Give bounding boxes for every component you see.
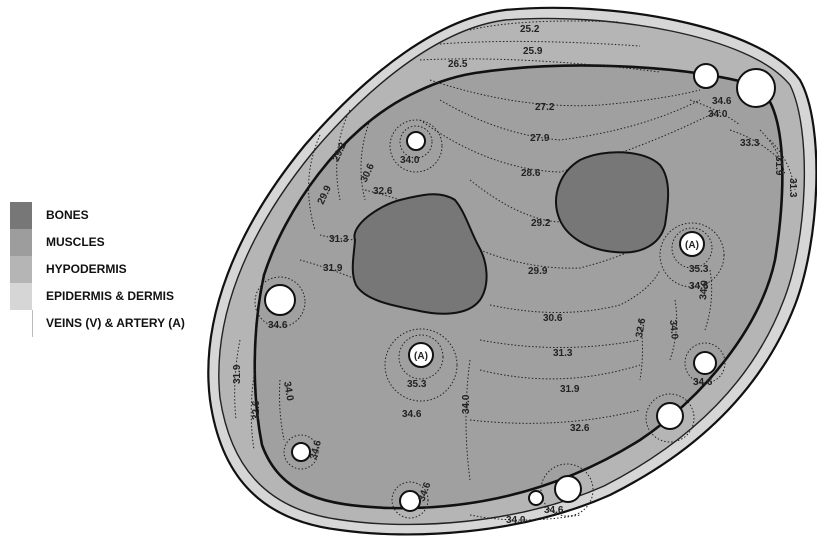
legend-label-epidermis-dermis: EPIDERMIS & DERMIS xyxy=(46,289,175,303)
isotherm-line-319c xyxy=(759,129,786,176)
isotherm-label-26-5: 26.5 xyxy=(448,59,468,70)
isotherm-line-265 xyxy=(419,58,661,73)
isotherm-ring-vein-bottom xyxy=(391,481,429,519)
isotherm-label-31-3-a: 31.3 xyxy=(329,234,349,245)
isotherm-line-313 xyxy=(319,234,356,241)
isotherm-ring-artery-left-1 xyxy=(398,334,444,380)
isotherm-label-31-9-a: 31.9 xyxy=(323,263,343,274)
legend-swatch-muscles xyxy=(10,229,32,256)
artery-right-label: (A) xyxy=(685,240,699,251)
isotherm-line-313b xyxy=(479,339,641,348)
legend: BONES MUSCLES HYPODERMIS EPIDERMIS & DER… xyxy=(0,202,215,337)
isotherm-ring-artery-right-2 xyxy=(659,222,725,288)
isotherm-line-286 xyxy=(419,109,721,173)
vein-top xyxy=(406,131,426,151)
isotherm-ring-vein-bottom-left xyxy=(283,434,319,470)
isotherm-line-252 xyxy=(469,20,621,31)
isotherm-line-319b xyxy=(479,364,641,380)
vein-left xyxy=(264,284,296,316)
legend-item-veins-artery: VEINS (V) & ARTERY (A) xyxy=(0,310,215,337)
isotherm-label-34-0-a: 34.0 xyxy=(400,155,420,166)
isotherm-label-34-0-g: 34.0 xyxy=(506,515,526,526)
isotherm-label-34-0-b: 34.0 xyxy=(708,109,728,120)
isotherm-label-31-3-c: 31.3 xyxy=(787,178,798,198)
vein-top-right-small xyxy=(693,63,719,89)
isotherm-label-34-0-e: 34.0 xyxy=(461,394,472,414)
vein-right-low xyxy=(656,402,684,430)
vein-bottom-mid xyxy=(554,475,582,503)
artery-right xyxy=(679,231,705,257)
legend-item-hypodermis: HYPODERMIS xyxy=(0,256,215,283)
legend-label-hypodermis: HYPODERMIS xyxy=(46,262,127,276)
isotherm-label-32-6-d: 32.6 xyxy=(251,400,262,420)
isotherm-label-31-9-d: 31.9 xyxy=(232,364,243,384)
isotherm-line-279 xyxy=(439,99,701,141)
isotherm-ring-vein-right-low xyxy=(645,393,695,443)
isotherm-line-313c xyxy=(769,139,796,191)
isotherm-label-34-0-d: 34.0 xyxy=(667,319,680,340)
isotherm-label-29-9-b: 29.9 xyxy=(528,266,548,277)
isotherm-label-25-9: 25.9 xyxy=(523,46,543,57)
isotherm-label-32-6-b: 32.6 xyxy=(570,423,590,434)
vein-bottom-small xyxy=(528,490,544,506)
isotherm-label-32-6-a: 32.6 xyxy=(373,186,393,197)
legend-item-muscles: MUSCLES xyxy=(0,229,215,256)
isotherm-label-34-6-c: 34.6 xyxy=(268,320,288,331)
isotherm-line-326b xyxy=(469,409,641,424)
bone-left xyxy=(351,193,488,315)
isotherm-label-34-6-d: 34.6 xyxy=(402,409,422,420)
isotherm-line-319d xyxy=(234,339,241,421)
isotherm-line-306 xyxy=(360,119,371,201)
isotherm-label-32-6-c: 32.6 xyxy=(634,317,648,339)
legend-label-muscles: MUSCLES xyxy=(46,235,105,249)
isotherm-line-340f xyxy=(469,514,581,521)
isotherm-ring-vein-top-2 xyxy=(389,119,443,173)
legend-swatch-epidermis-dermis xyxy=(10,283,32,310)
vein-bottom-left xyxy=(291,442,311,462)
legend-label-veins-artery: VEINS (V) & ARTERY (A) xyxy=(46,316,185,330)
isotherm-label-34-6-h: 34.6 xyxy=(544,505,564,516)
isotherm-label-33-3: 33.3 xyxy=(740,138,760,149)
isotherm-label-29-2-b: 29.2 xyxy=(531,218,551,229)
isotherm-label-31-9-b: 31.9 xyxy=(560,384,580,395)
legend-swatch-bones xyxy=(10,202,32,229)
isotherm-label-31-9-c: 31.9 xyxy=(773,156,784,176)
isotherm-ring-vein-top-1 xyxy=(399,125,433,159)
isotherm-label-25-2: 25.2 xyxy=(520,24,540,35)
isotherm-ring-artery-right-1 xyxy=(671,227,713,269)
artery-left xyxy=(408,342,434,368)
isotherm-label-27-2: 27.2 xyxy=(535,102,555,113)
legend-swatch-hypodermis xyxy=(10,256,32,283)
isotherm-line-340 xyxy=(465,359,471,481)
isotherm-label-34-0-c: 34.0 xyxy=(698,279,711,300)
isotherm-ring-artery-left-2 xyxy=(384,328,458,402)
isotherm-line-272 xyxy=(429,79,701,107)
vein-bottom xyxy=(399,490,421,512)
isotherm-label-28-6: 28.6 xyxy=(521,168,541,179)
legend-item-epidermis-dermis: EPIDERMIS & DERMIS xyxy=(0,283,215,310)
isotherm-ring-vein-right xyxy=(684,342,726,384)
bone-right xyxy=(555,151,670,254)
isotherm-label-35-3-a: 35.3 xyxy=(689,264,709,275)
isotherm-label-27-9: 27.9 xyxy=(530,133,550,144)
isotherm-line-326d xyxy=(250,369,256,451)
isotherm-label-31-3-b: 31.3 xyxy=(553,348,573,359)
isotherm-label-34-6-a: 34.6 xyxy=(712,96,732,107)
vessels xyxy=(264,63,776,512)
isotherm-label-34-6-f: 34.6 xyxy=(308,439,324,461)
vein-right xyxy=(693,351,717,375)
isotherm-ring-vein-left xyxy=(254,276,306,328)
isotherm-label-30-6-b: 30.6 xyxy=(543,313,563,324)
isotherm-label-34-6-b: 34.6 xyxy=(689,281,709,292)
legend-label-bones: BONES xyxy=(46,208,89,222)
isotherm-label-35-3-b: 35.3 xyxy=(407,379,427,390)
legend-swatch-veins-artery xyxy=(10,310,33,337)
legend-item-bones: BONES xyxy=(0,202,215,229)
artery-left-label: (A) xyxy=(414,351,428,362)
isotherm-label-34-6-e: 34.6 xyxy=(693,377,713,388)
vein-top-right-large xyxy=(736,68,776,108)
isotherm-label-34-0-f: 34.0 xyxy=(281,381,295,403)
isotherm-ring-vein-bottom-mid xyxy=(540,463,594,517)
